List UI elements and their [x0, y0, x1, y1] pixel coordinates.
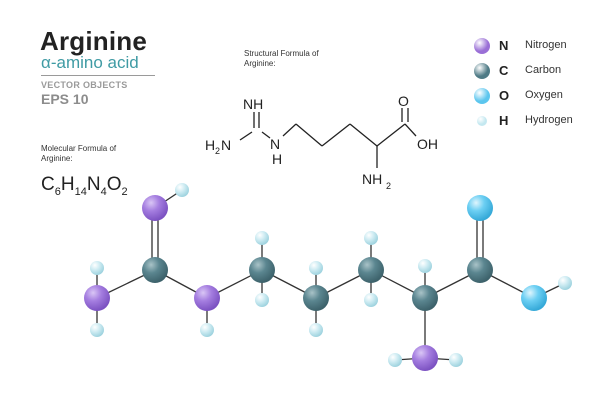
amine-h-subscript: 2	[215, 146, 220, 156]
page-title: Arginine	[40, 26, 148, 56]
structural-caption-line1: Structural Formula of	[244, 49, 319, 58]
title-divider	[41, 75, 155, 76]
formula-h: H	[60, 174, 75, 195]
formula-c-count: 6	[54, 185, 61, 198]
oxygen-atom	[467, 195, 493, 221]
imine-nh-label: NH	[243, 96, 263, 112]
legend-row-hydrogen: H Hydrogen	[472, 111, 602, 135]
molecular-caption-line2: Arginine:	[41, 154, 73, 163]
nitrogen-atom	[194, 285, 220, 311]
oxygen-atom-icon	[474, 88, 490, 104]
nitrogen-atom	[412, 345, 438, 371]
legend-row-carbon: C Carbon	[472, 61, 602, 85]
legend-row-oxygen: O Oxygen	[472, 86, 602, 110]
alpha-amine-subscript: 2	[386, 181, 391, 191]
legend-name: Oxygen	[525, 89, 563, 101]
legend-row-nitrogen: N Nitrogen	[472, 36, 602, 60]
hydrogen-atom	[255, 293, 269, 307]
formula-h-count: 14	[74, 185, 87, 198]
hydrogen-atom	[90, 323, 104, 337]
alpha-amine-label: NH	[362, 171, 382, 187]
formula-n: N	[86, 174, 101, 195]
legend-symbol: O	[499, 88, 510, 103]
formula-o-count: 2	[121, 185, 128, 198]
hydrogen-atom	[200, 323, 214, 337]
legend-symbol: N	[499, 38, 509, 53]
structural-bonds	[239, 108, 417, 168]
hydrogen-atom	[449, 353, 463, 367]
nitrogen-atom	[142, 195, 168, 221]
hydrogen-atom	[364, 231, 378, 245]
legend-symbol: H	[499, 113, 509, 128]
nitrogen-atom	[84, 285, 110, 311]
chain-h-label: H	[272, 151, 282, 167]
page-subtitle: α-amino acid	[41, 53, 139, 72]
chain-n-label: N	[270, 136, 280, 152]
vector-objects-label: VECTOR OBJECTS	[41, 80, 128, 90]
structural-formula-caption: Structural Formula of Arginine:	[244, 49, 344, 69]
oxygen-atom	[521, 285, 547, 311]
model-bonds	[96, 189, 566, 361]
hydrogen-atom	[558, 276, 572, 290]
hydrogen-atom	[90, 261, 104, 275]
eps-label: EPS 10	[41, 91, 89, 107]
hydrogen-atom	[255, 231, 269, 245]
hydrogen-atom	[364, 293, 378, 307]
legend-name: Nitrogen	[525, 39, 567, 51]
amine-h-label: H	[205, 137, 215, 153]
carbon-atom	[467, 257, 493, 283]
carbon-atom	[358, 257, 384, 283]
hydrogen-atom	[418, 259, 432, 273]
formula-o: O	[106, 174, 122, 195]
carbon-atom	[412, 285, 438, 311]
hydrogen-atom-icon	[477, 116, 487, 126]
legend-name: Hydrogen	[525, 114, 573, 126]
carbonyl-o-label: O	[398, 93, 409, 109]
model-atoms	[84, 183, 572, 371]
nitrogen-atom-icon	[474, 38, 490, 54]
hydrogen-atom	[388, 353, 402, 367]
formula-c: C	[41, 174, 55, 195]
hydroxyl-label: OH	[417, 136, 438, 152]
structural-caption-line2: Arginine:	[244, 59, 276, 68]
legend-symbol: C	[499, 63, 509, 78]
carbon-atom	[142, 257, 168, 283]
molecular-formula: C6H14N4O2	[41, 174, 128, 198]
hydrogen-atom	[309, 261, 323, 275]
carbon-atom	[303, 285, 329, 311]
hydrogen-atom	[175, 183, 189, 197]
carbon-atom	[249, 257, 275, 283]
hydrogen-atom	[309, 323, 323, 337]
molecular-caption-line1: Molecular Formula of	[41, 144, 117, 153]
amine-n-label: N	[221, 137, 231, 153]
legend-name: Carbon	[525, 64, 562, 76]
formula-n-count: 4	[100, 185, 107, 198]
molecular-formula-caption: Molecular Formula of Arginine:	[41, 144, 151, 164]
carbon-atom-icon	[474, 63, 490, 79]
